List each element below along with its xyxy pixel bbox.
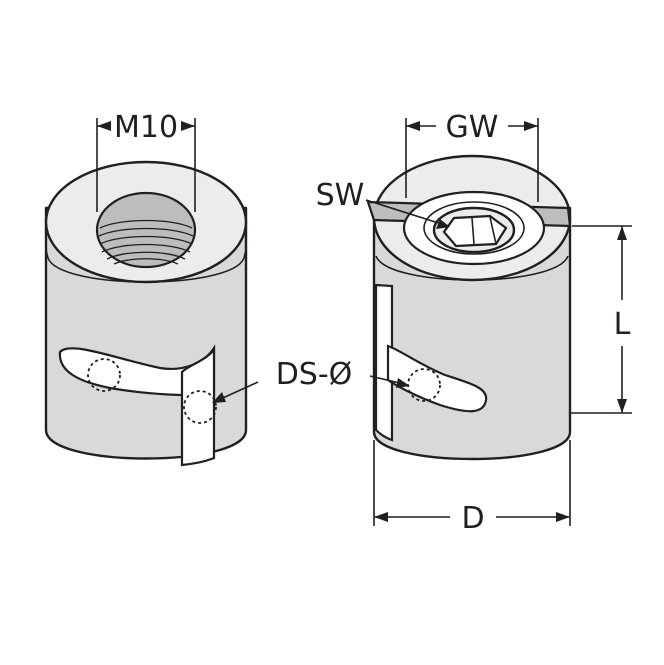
sw-callout: SW [316, 178, 450, 229]
d-label: D [461, 501, 484, 536]
ds-callout: DS-Ø [212, 357, 410, 403]
gw-dimension: GW [405, 110, 539, 202]
hex-socket [442, 214, 508, 248]
left-vertical-slot [180, 346, 216, 467]
left-thread-lines [98, 219, 194, 265]
right-screw-ring [423, 201, 525, 255]
right-screw-nut [366, 154, 572, 461]
l-label: L [614, 307, 631, 342]
right-vertical-slot [374, 283, 394, 442]
left-threaded-hole [95, 191, 197, 269]
m10-label: M10 [114, 110, 178, 145]
sw-label: SW [316, 178, 365, 213]
ds-label: DS-Ø [276, 357, 353, 392]
left-cable-circle-1 [87, 358, 121, 392]
left-chamfer-edge [45, 249, 247, 259]
l-dimension: L [570, 225, 632, 414]
gw-label: GW [446, 110, 499, 145]
d-dimension: D [373, 440, 571, 536]
right-cable-slot [386, 344, 488, 413]
left-cable-circle-2 [183, 390, 217, 424]
m10-dimension: M10 [96, 110, 196, 212]
left-threaded-nut [44, 160, 248, 467]
